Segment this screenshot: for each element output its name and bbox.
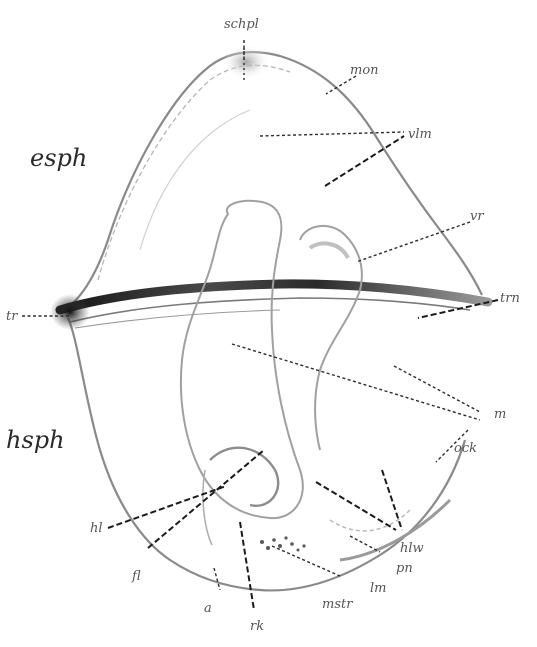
prototroch-band [50,284,488,330]
apical-plate [222,44,270,80]
label-vr: vr [470,209,484,224]
label-rk: rk [250,619,264,634]
label-fl: fl [131,569,141,584]
label-m: m [494,407,506,422]
label-schpl: schpl [224,17,259,32]
label-a: a [204,601,212,616]
label-vlm: vlm [408,127,432,142]
label-ock: ock [454,441,477,456]
label-hsph: hsph [6,426,65,454]
label-esph: esph [30,144,87,172]
label-hlw: hlw [400,541,424,556]
label-hl: hl [90,521,103,536]
label-trn: trn [500,291,520,306]
label-mstr: mstr [322,597,353,612]
label-pn: pn [396,561,413,576]
mesoderm-cells [260,536,306,551]
label-mon: mon [350,63,379,78]
label-tr: tr [6,309,18,324]
label-lm: lm [370,581,387,596]
